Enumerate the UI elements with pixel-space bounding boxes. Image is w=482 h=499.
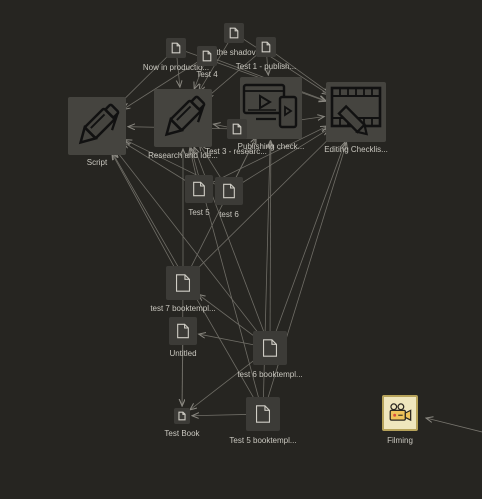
- document-icon: [166, 266, 200, 305]
- node-tile[interactable]: [174, 408, 190, 424]
- offscreen-edge: [426, 418, 482, 433]
- edge-test4-to-script: [123, 61, 199, 109]
- node-label: Test 3 - researc...: [205, 147, 267, 156]
- document-icon: [256, 37, 276, 62]
- document-icon: [174, 408, 190, 429]
- node-tile[interactable]: [169, 317, 197, 345]
- node-tile[interactable]: [227, 119, 247, 139]
- node-label: Filming: [387, 436, 413, 445]
- node-tile[interactable]: [166, 38, 186, 58]
- node-tile[interactable]: [224, 23, 244, 43]
- edge-test6-to-publishing: [234, 137, 256, 179]
- edge-test6bt-to-editing: [275, 142, 345, 333]
- pen-icon: [68, 97, 126, 160]
- edge-test6bt-to-publishing: [270, 141, 271, 332]
- edge-test5bt-to-testbook: [192, 414, 247, 415]
- document-icon: [197, 46, 217, 71]
- node-label: Research and Ide...: [148, 151, 218, 160]
- edge-test4-to-research: [194, 65, 204, 89]
- edge-test5-to-research: [190, 148, 197, 176]
- pen-icon: [154, 89, 212, 152]
- edge-test3-to-research: [213, 124, 228, 127]
- edge-test6bt-to-script: [116, 150, 260, 335]
- edge-test7bt-to-script: [112, 153, 176, 269]
- node-label: Editing Checklis...: [324, 145, 388, 154]
- node-tile[interactable]: [197, 46, 217, 66]
- graph-edges: [112, 38, 347, 415]
- document-icon: [253, 331, 287, 370]
- node-label: test 6 booktempl...: [237, 370, 303, 379]
- node-tile[interactable]: [215, 177, 243, 205]
- film-edit-icon: [326, 82, 386, 147]
- edge-now_prod-to-script: [119, 54, 170, 104]
- video-camera-icon: [384, 397, 416, 434]
- devices-play-icon: [240, 77, 302, 144]
- edge-test6bt-to-test7bt: [198, 294, 257, 339]
- node-label: the shadov: [216, 48, 256, 57]
- node-tile[interactable]: [166, 266, 200, 300]
- node-label: Publishing check...: [237, 142, 305, 151]
- document-icon: [185, 175, 213, 208]
- edge-test1-to-research: [207, 53, 259, 98]
- node-tile[interactable]: [68, 97, 126, 155]
- node-label: Test Book: [164, 429, 200, 438]
- node-label: Test 4: [196, 70, 218, 79]
- edge-test6bt-to-testbook: [190, 358, 257, 409]
- edge-test5-to-editing: [211, 126, 328, 184]
- node-tile[interactable]: [253, 331, 287, 365]
- edge-test6-to-research: [200, 144, 222, 180]
- node-tile[interactable]: [154, 89, 212, 147]
- node-tile[interactable]: [185, 175, 213, 203]
- node-tile[interactable]: [246, 397, 280, 431]
- edge-test6bt-to-untitled: [199, 334, 254, 346]
- node-tile[interactable]: [382, 395, 418, 431]
- edge-test5-to-script: [123, 142, 188, 182]
- edge-now_prod-to-research: [177, 57, 180, 87]
- edge-test1-to-publishing: [267, 56, 268, 75]
- document-icon: [215, 177, 243, 210]
- node-label: Test 1 - publish...: [235, 62, 297, 71]
- node-label: Untitled: [169, 349, 197, 358]
- node-label: Script: [86, 158, 108, 167]
- node-label: Test 5: [188, 208, 210, 217]
- node-label: Now in productio...: [142, 63, 210, 72]
- node-tile[interactable]: [326, 82, 386, 142]
- document-icon: [169, 317, 197, 350]
- edge-test1-to-editing: [273, 52, 330, 93]
- document-icon: [166, 38, 186, 63]
- document-icon: [224, 23, 244, 48]
- document-icon: [246, 397, 280, 436]
- node-tile[interactable]: [256, 37, 276, 57]
- node-label: test 7 booktempl...: [150, 304, 216, 313]
- node-tile[interactable]: [240, 77, 302, 139]
- document-icon: [227, 119, 247, 144]
- edge-shadow-to-research: [199, 41, 230, 92]
- edge-test6-to-editing: [240, 129, 329, 184]
- node-label: test 6: [219, 210, 239, 219]
- node-label: Test 5 booktempl...: [229, 436, 297, 445]
